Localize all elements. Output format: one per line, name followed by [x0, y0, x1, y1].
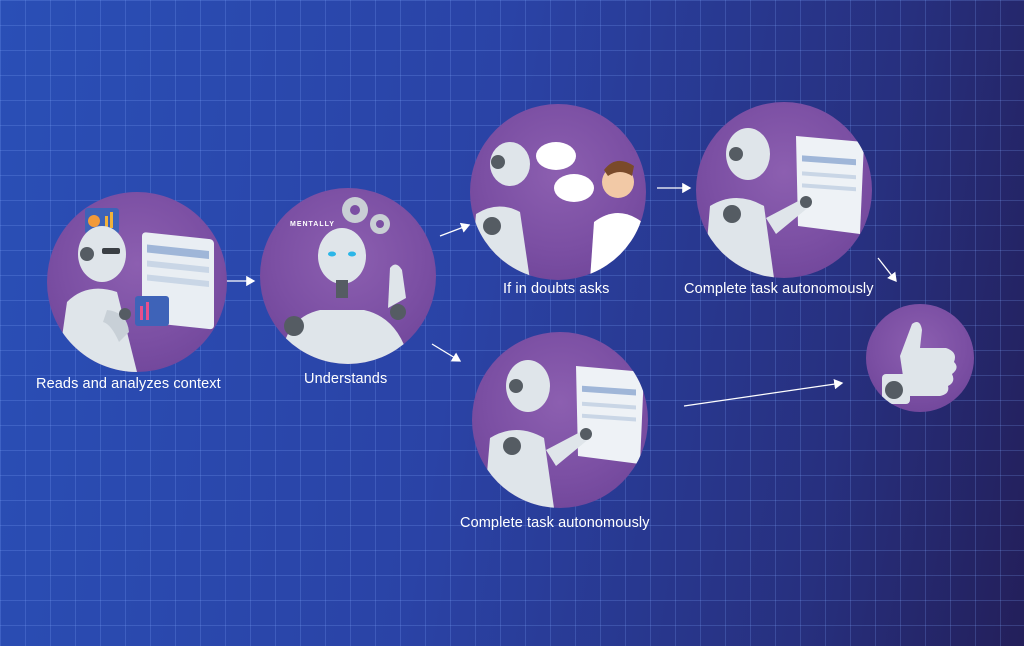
step-understand-circle: MENTALLY: [260, 188, 436, 364]
step-read-circle: [47, 192, 227, 372]
step-ask-circle: [470, 104, 646, 280]
robot-screen-illustration: [704, 128, 864, 278]
step-ask-label: If in doubts asks: [503, 281, 610, 297]
brand-logo: MENTALLY: [290, 221, 335, 228]
arrow-understand-to-ask: [439, 222, 471, 237]
robot-thinking-illustration: [280, 197, 410, 364]
step-done-circle: [866, 304, 974, 412]
speech-bubble-icon: [536, 142, 576, 170]
thumbs-up-icon: [882, 322, 957, 404]
step-complete-top-circle: [696, 102, 872, 278]
robot-reading-illustration: [57, 208, 214, 372]
arrow-complete-top-to-done: [877, 257, 897, 283]
step-complete-top-label: Complete task autonomously: [684, 281, 874, 297]
robot-screen-illustration: [484, 360, 644, 508]
arrow-understand-to-complete-bottom: [431, 343, 462, 362]
step-complete-bottom-circle: [472, 332, 648, 508]
step-complete-bottom-label: Complete task autonomously: [460, 515, 650, 531]
arrow-complete-bottom-to-done: [683, 378, 844, 407]
step-read-label: Reads and analyzes context: [36, 376, 221, 392]
gears-icon: [342, 197, 390, 234]
speech-bubble-icon: [554, 174, 594, 202]
robot-asking-illustration: [470, 142, 646, 280]
step-understand-label: Understands: [304, 371, 388, 387]
